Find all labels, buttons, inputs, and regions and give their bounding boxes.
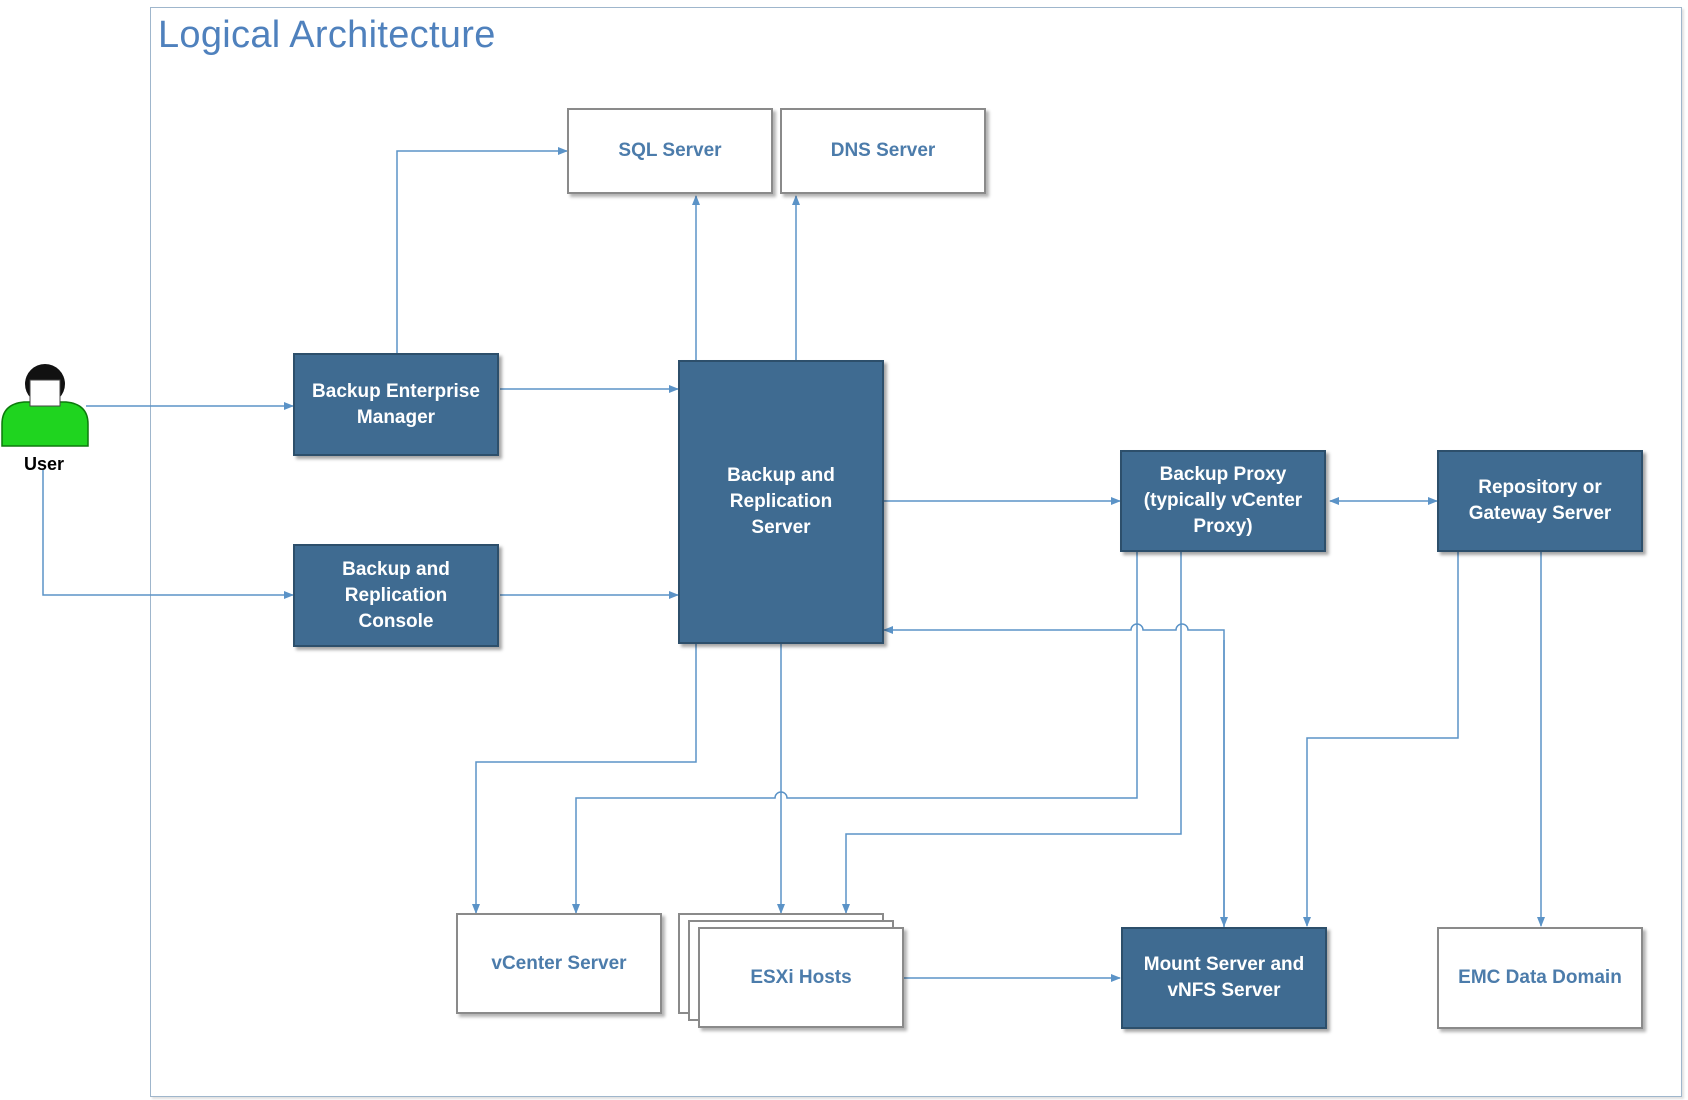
diagram-title: Logical Architecture xyxy=(158,14,496,56)
user-figure xyxy=(0,362,90,472)
dns-server-node[interactable]: DNS Server xyxy=(780,108,986,194)
connector-proxy-to-esxi xyxy=(842,551,1182,914)
repository-node[interactable]: Repository or Gateway Server xyxy=(1437,450,1643,552)
connector-user-to-console xyxy=(42,470,294,599)
enterprise-manager-node[interactable]: Backup Enterprise Manager xyxy=(293,353,499,456)
user-label: User xyxy=(23,454,65,474)
replication-console-node[interactable]: Backup and Replication Console xyxy=(293,544,499,647)
esxi-hosts-node[interactable]: ESXi Hosts xyxy=(698,927,904,1028)
connector-replication-server-to-vcenter xyxy=(472,644,697,914)
connector-mount-to-replication-server xyxy=(883,623,1225,927)
backup-proxy-node[interactable]: Backup Proxy (typically vCenter Proxy) xyxy=(1120,450,1326,552)
mount-server-node[interactable]: Mount Server and vNFS Server xyxy=(1121,927,1327,1029)
vcenter-server-node[interactable]: vCenter Server xyxy=(456,913,662,1014)
connector-repository-to-mount xyxy=(1303,551,1459,927)
replication-server-node[interactable]: Backup and Replication Server xyxy=(678,360,884,644)
connector-proxy-to-vcenter xyxy=(572,551,1138,914)
connector-enterprise-manager-to-sql xyxy=(396,147,568,354)
sql-server-node[interactable]: SQL Server xyxy=(567,108,773,194)
diagram-frame xyxy=(150,7,1682,1097)
emc-data-domain-node[interactable]: EMC Data Domain xyxy=(1437,927,1643,1029)
user-icon xyxy=(1,364,89,447)
